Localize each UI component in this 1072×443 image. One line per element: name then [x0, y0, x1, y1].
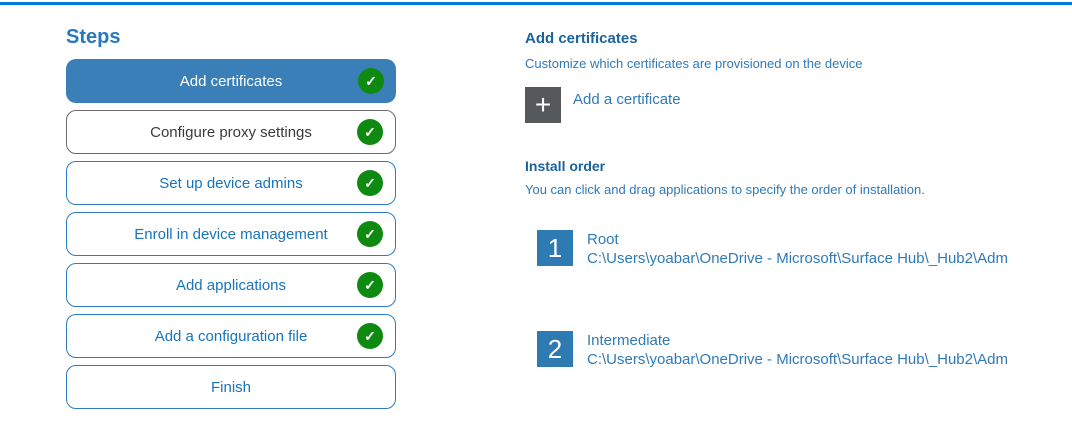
step-button-enroll-in-device-management[interactable]: Enroll in device management ✓	[66, 212, 396, 256]
step-button-add-a-configuration-file[interactable]: Add a configuration file ✓	[66, 314, 396, 358]
order-number-badge: 2	[537, 331, 573, 367]
install-order-heading: Install order	[525, 158, 606, 174]
step-label: Set up device admins	[159, 174, 303, 192]
steps-sidebar: Steps Add certificates ✓ Configure proxy…	[66, 26, 396, 416]
install-item-path: C:\Users\yoabar\OneDrive - Microsoft\Sur…	[587, 250, 1008, 267]
panel-subtitle: Customize which certificates are provisi…	[525, 56, 863, 71]
check-glyph: ✓	[364, 174, 376, 191]
install-item-text: Intermediate C:\Users\yoabar\OneDrive - …	[587, 331, 1008, 369]
install-item-name: Intermediate	[587, 332, 671, 349]
step-label: Enroll in device management	[134, 225, 328, 243]
check-icon: ✓	[357, 272, 383, 298]
install-order-description: You can click and drag applications to s…	[525, 182, 925, 197]
step-button-finish[interactable]: Finish ✓	[66, 365, 396, 409]
step-detail-panel: Add certificates Customize which certifi…	[525, 30, 1065, 432]
step-label: Configure proxy settings	[150, 123, 312, 141]
add-certificate-label: Add a certificate	[573, 91, 681, 108]
check-icon: ✓	[357, 323, 383, 349]
check-icon: ✓	[357, 170, 383, 196]
plus-glyph: +	[534, 89, 552, 120]
install-item-path: C:\Users\yoabar\OneDrive - Microsoft\Sur…	[587, 351, 1008, 368]
install-item-name: Root	[587, 231, 619, 248]
install-order-item[interactable]: 2 Intermediate C:\Users\yoabar\OneDrive …	[537, 331, 1065, 369]
step-label: Add certificates	[179, 72, 283, 90]
step-button-add-applications[interactable]: Add applications ✓	[66, 263, 396, 307]
install-item-text: Root C:\Users\yoabar\OneDrive - Microsof…	[587, 230, 1008, 268]
order-number-badge: 1	[537, 230, 573, 266]
accent-top-bar	[0, 2, 1072, 5]
step-label: Add a configuration file	[154, 327, 308, 345]
add-certificate-button[interactable]: + Add a certificate	[525, 87, 1065, 123]
check-icon: ✓	[358, 68, 384, 94]
step-button-set-up-device-admins[interactable]: Set up device admins ✓	[66, 161, 396, 205]
check-icon: ✓	[357, 221, 383, 247]
check-glyph: ✓	[364, 123, 376, 140]
step-label: Finish	[210, 378, 251, 396]
panel-title: Add certificates	[525, 30, 638, 47]
step-label: Add applications	[175, 276, 287, 294]
install-order-item[interactable]: 1 Root C:\Users\yoabar\OneDrive - Micros…	[537, 230, 1065, 268]
check-icon: ✓	[357, 119, 383, 145]
step-button-configure-proxy-settings[interactable]: Configure proxy settings ✓	[66, 110, 396, 154]
check-glyph: ✓	[364, 276, 376, 293]
check-glyph: ✓	[364, 225, 376, 242]
step-button-add-certificates[interactable]: Add certificates ✓	[66, 59, 396, 103]
plus-icon: +	[525, 87, 561, 123]
check-glyph: ✓	[364, 327, 376, 344]
check-glyph: ✓	[365, 72, 377, 89]
steps-heading: Steps	[66, 26, 121, 48]
